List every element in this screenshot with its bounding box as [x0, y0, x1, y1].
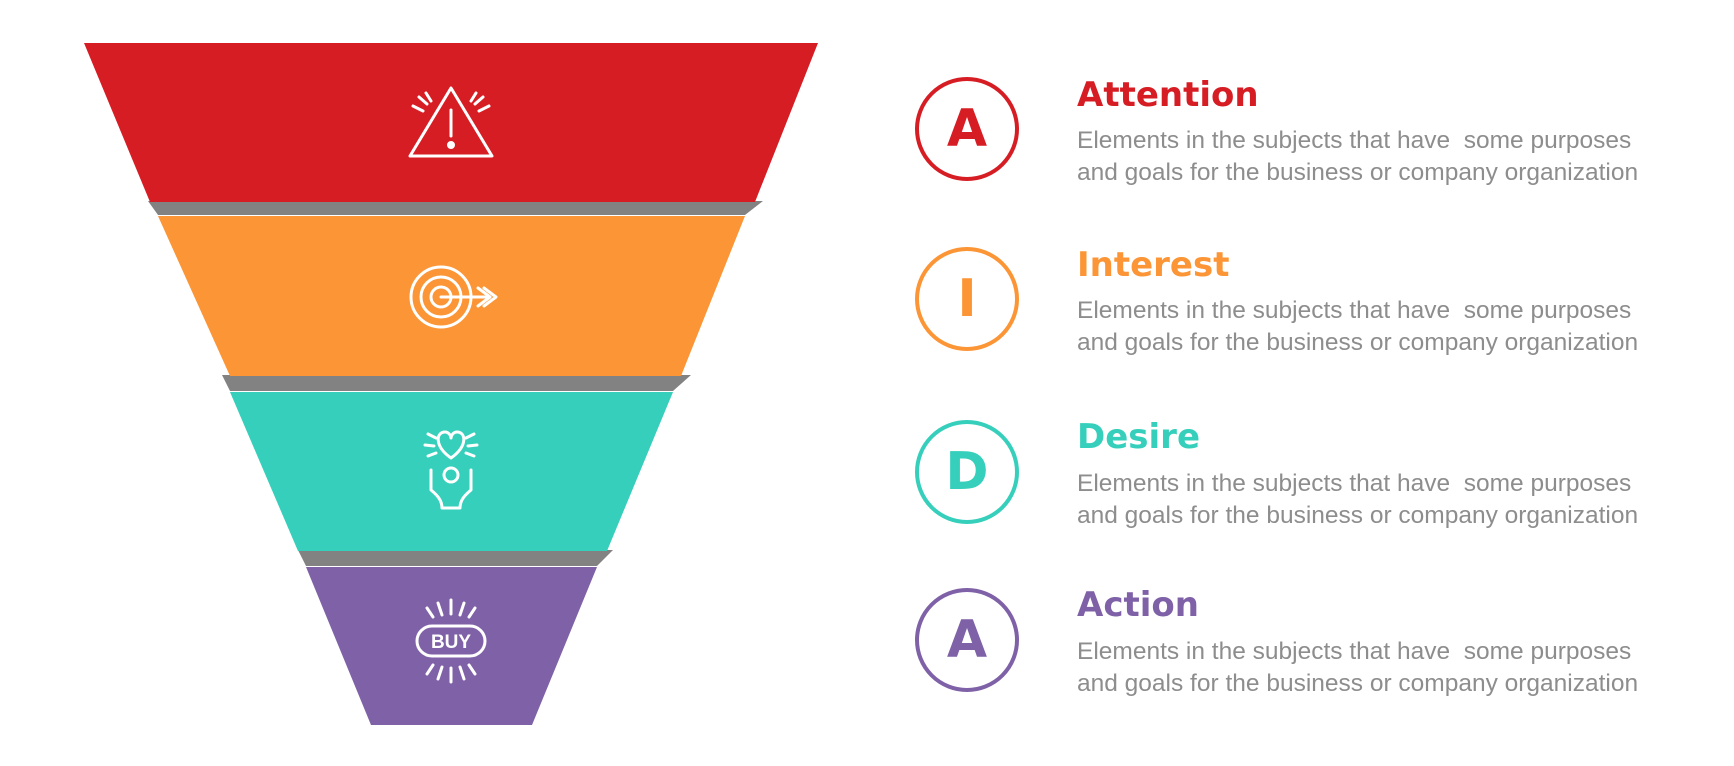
stage-description: Elements in the subjects that have some … [1077, 468, 1717, 532]
stage-description-line: and goals for the business or company or… [1077, 670, 1639, 697]
stage-description-line: and goals for the business or company or… [1077, 159, 1639, 186]
stage-description-line: Elements in the subjects that have some … [1077, 127, 1632, 154]
stage-letter-badge: I [915, 247, 1019, 351]
funnel-shadow-3 [298, 550, 613, 566]
stage-desire: D Desire Elements in the subjects that h… [905, 417, 1725, 550]
stage-title: Desire [1077, 417, 1201, 457]
stage-description-line: and goals for the business or company or… [1077, 329, 1639, 356]
target-arrow-icon [409, 265, 498, 329]
stage-interest: I Interest Elements in the subjects that… [905, 245, 1725, 377]
stage-attention: A Attention Elements in the subjects tha… [905, 75, 1725, 207]
stage-description: Elements in the subjects that have some … [1077, 295, 1717, 359]
funnel-level-action: BUY [306, 567, 597, 725]
stage-description-line: Elements in the subjects that have some … [1077, 638, 1632, 665]
aida-funnel: BUY [84, 43, 818, 725]
stage-description-line: and goals for the business or company or… [1077, 502, 1639, 529]
funnel-shadow-1 [148, 201, 763, 215]
stage-title: Interest [1077, 245, 1230, 285]
funnel-level-attention [84, 43, 818, 202]
stage-description-line: Elements in the subjects that have some … [1077, 297, 1632, 324]
buy-label: BUY [431, 632, 471, 653]
warning-triangle-icon [408, 86, 494, 158]
stage-action: A Action Elements in the subjects that h… [905, 585, 1725, 718]
stage-letter-badge: A [915, 588, 1019, 692]
stage-letter-badge: D [915, 420, 1019, 524]
buy-tag-icon [415, 598, 487, 684]
heart-hands-icon [423, 430, 479, 510]
funnel-shadow-2 [222, 375, 691, 391]
stage-title: Attention [1077, 75, 1259, 115]
stage-title: Action [1077, 585, 1199, 625]
stage-description-line: Elements in the subjects that have some … [1077, 470, 1632, 497]
funnel-level-desire [230, 392, 673, 551]
stage-description: Elements in the subjects that have some … [1077, 125, 1717, 189]
stage-description: Elements in the subjects that have some … [1077, 636, 1717, 700]
funnel-level-interest [158, 216, 745, 376]
stage-letter-badge: A [915, 77, 1019, 181]
